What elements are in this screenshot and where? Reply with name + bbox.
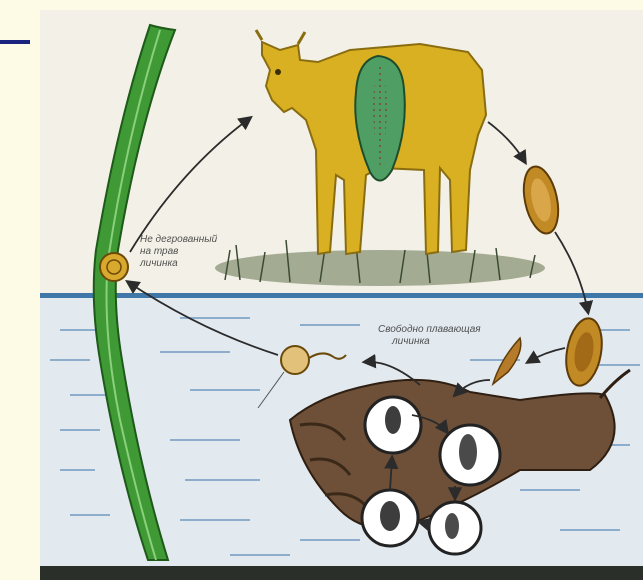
slide-accent-bar — [0, 40, 30, 44]
metacercaria-cyst — [100, 253, 128, 281]
daughter-redia-stage — [362, 490, 418, 546]
developing-cercaria-stage — [429, 502, 481, 554]
grass-larva-label-line1: Не дегрованный — [140, 234, 217, 245]
bottom-strip — [40, 566, 643, 580]
grass-larva-label-line2: на трав — [140, 246, 178, 257]
free-swimming-larva-label-line1: Свободно плавающая — [378, 324, 481, 335]
grass-larva-label-line3: личинка — [140, 258, 178, 269]
free-swimming-larva-label-line2: личинка — [392, 336, 430, 347]
redia-stage — [440, 425, 500, 485]
sporocyst-stage — [365, 397, 421, 453]
water-surface — [40, 293, 643, 298]
